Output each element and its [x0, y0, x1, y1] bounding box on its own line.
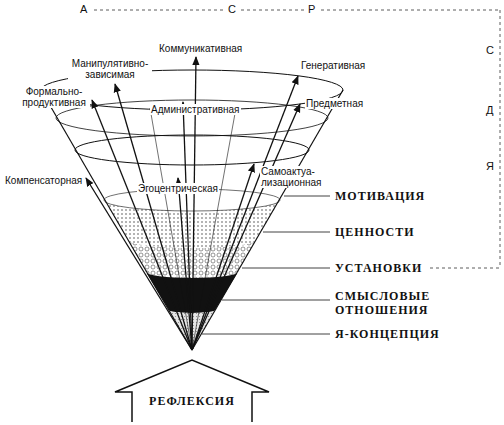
orientation-arrows	[86, 57, 300, 350]
group-letter: Р	[307, 3, 316, 16]
arrow-shape	[115, 360, 269, 422]
orientation-label: Манипулятивно-зависимая	[68, 58, 152, 80]
layer-leaders	[202, 196, 330, 334]
layer-label: Я-КОНЦЕПЦИЯ	[334, 327, 441, 341]
values-band	[104, 200, 280, 248]
orientation-label: Эгоцентрическая	[137, 183, 219, 194]
orientation-label: Компенсаторная	[4, 175, 83, 186]
side-letter: С	[485, 44, 495, 57]
orientation-label: Самоактуа- лизационная	[260, 166, 324, 188]
orientation-label: Предметная	[305, 98, 364, 109]
side-letter: Я	[485, 160, 495, 173]
layer-label: СМЫСЛОВЫЕ ОТНОШЕНИЯ	[334, 289, 440, 317]
node-text: РЕФЛЕКСИЯ	[112, 358, 272, 408]
orientation-label: Формально-продуктивная	[18, 86, 90, 108]
orientation-label: Коммуникативная	[158, 43, 243, 54]
orientation-label: Административная	[150, 104, 241, 115]
group-letter: А	[79, 3, 88, 16]
orientation-label: Генеративная	[300, 60, 366, 71]
layer-label: ЦЕННОСТИ	[334, 225, 416, 239]
side-letter: Д	[485, 104, 494, 117]
layer-label: МОТИВАЦИЯ	[334, 189, 426, 203]
reflection-arrow: РЕФЛЕКСИЯ	[112, 358, 272, 422]
layer-label: УСТАНОВКИ	[334, 261, 423, 275]
group-letter: С	[227, 3, 237, 16]
arrow-outline	[112, 358, 272, 422]
dashed-bracket	[94, 10, 500, 268]
